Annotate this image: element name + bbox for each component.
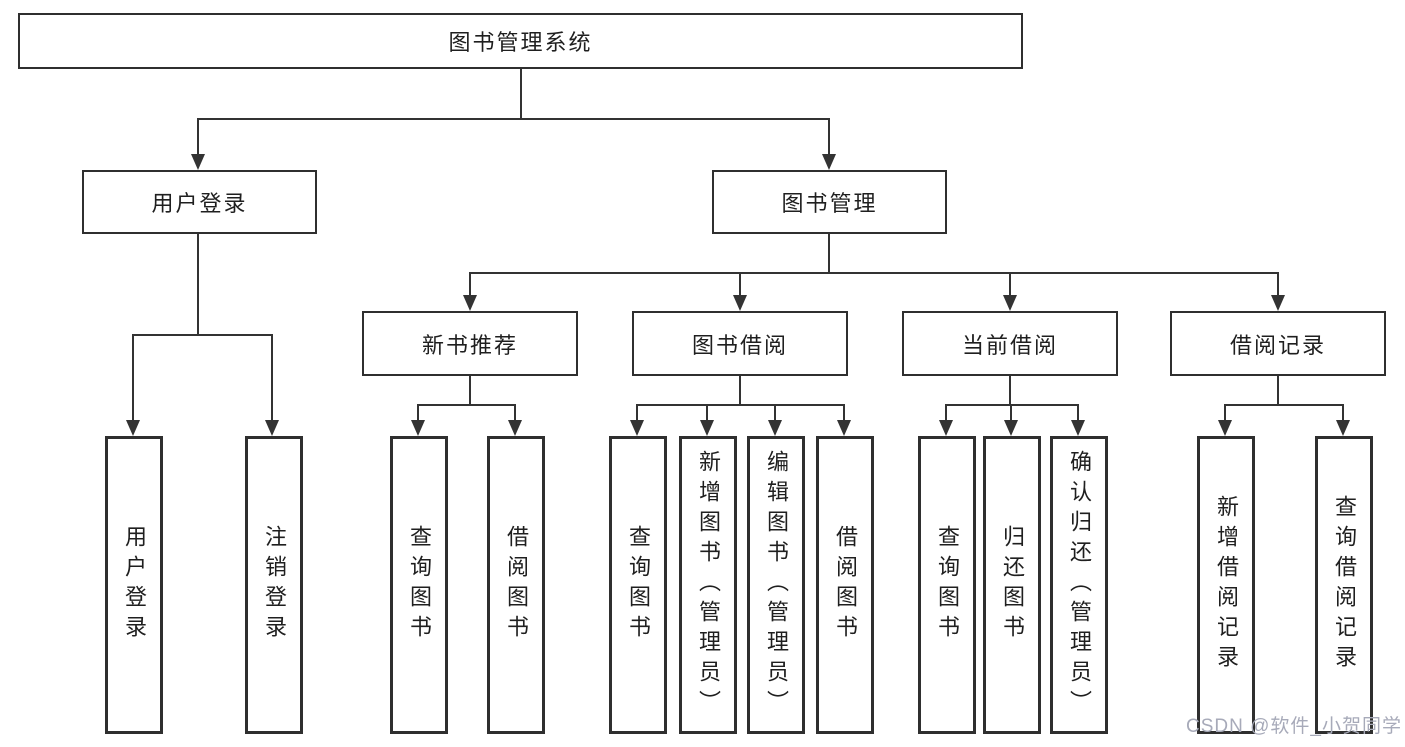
edge-line <box>739 376 741 406</box>
node-new-book-recommend: 新书推荐 <box>362 311 578 376</box>
arrowhead-icon <box>1004 420 1018 436</box>
node-leaf-query-borrow-record: 查询借阅记录 <box>1315 436 1373 734</box>
arrowhead-icon <box>1218 420 1232 436</box>
leaf-label: 确认归还（管理员） <box>1067 450 1092 720</box>
arrowhead-icon <box>411 420 425 436</box>
edge-line <box>469 376 471 406</box>
edge-line <box>774 404 776 422</box>
edge-line <box>520 69 522 119</box>
arrowhead-icon <box>265 420 279 436</box>
node-book-management-label: 图书管理 <box>781 191 878 216</box>
arrowhead-icon <box>733 295 747 311</box>
node-leaf-confirm-return-admin: 确认归还（管理员） <box>1050 436 1108 734</box>
edge-line <box>132 334 273 336</box>
watermark-text: CSDN @软件_小贺同学 <box>1186 716 1402 737</box>
node-leaf-add-books-admin: 新增图书（管理员） <box>679 436 737 734</box>
leaf-label: 借阅图书 <box>504 525 529 645</box>
edge-line <box>197 118 830 120</box>
edge-line <box>197 233 199 336</box>
edge-line <box>1277 376 1279 406</box>
edge-line <box>1009 376 1011 406</box>
leaf-label: 归还图书 <box>1000 525 1025 645</box>
edge-line <box>514 404 516 422</box>
edge-line <box>945 404 947 422</box>
arrowhead-icon <box>1071 420 1085 436</box>
edge-line <box>469 272 471 297</box>
edge-line <box>828 118 830 156</box>
edge-line <box>271 334 273 422</box>
edge-line <box>197 118 199 156</box>
edge-line <box>132 334 134 422</box>
node-root-label: 图书管理系统 <box>448 30 593 55</box>
arrowhead-icon <box>1271 295 1285 311</box>
leaf-label: 新增图书（管理员） <box>696 450 721 720</box>
arrowhead-icon <box>191 154 205 170</box>
arrowhead-icon <box>630 420 644 436</box>
edge-line <box>1077 404 1079 422</box>
node-current-borrow-label: 当前借阅 <box>961 332 1058 358</box>
node-book-borrow-label: 图书借阅 <box>691 332 788 358</box>
leaf-label: 查询图书 <box>935 525 960 645</box>
arrowhead-icon <box>463 295 477 311</box>
leaf-label: 编辑图书（管理员） <box>764 450 789 720</box>
edge-line <box>636 404 638 422</box>
leaf-label: 新增借阅记录 <box>1214 495 1239 675</box>
node-leaf-return-books: 归还图书 <box>983 436 1041 734</box>
node-leaf-logout: 注销登录 <box>245 436 303 734</box>
edge-line <box>1277 272 1279 297</box>
node-leaf-borrow-books-1: 借阅图书 <box>487 436 545 734</box>
edge-line <box>417 404 516 406</box>
edge-line <box>843 404 845 422</box>
node-current-borrow: 当前借阅 <box>902 311 1118 376</box>
node-user-login: 用户登录 <box>82 170 317 234</box>
arrowhead-icon <box>1003 295 1017 311</box>
leaf-label: 借阅图书 <box>833 525 858 645</box>
node-leaf-query-books-1: 查询图书 <box>390 436 448 734</box>
edge-line <box>945 404 1079 406</box>
node-leaf-add-borrow-record: 新增借阅记录 <box>1197 436 1255 734</box>
node-root: 图书管理系统 <box>18 13 1023 69</box>
edge-line <box>1009 272 1011 297</box>
arrowhead-icon <box>939 420 953 436</box>
edge-line <box>739 272 741 297</box>
node-leaf-query-books-2: 查询图书 <box>609 436 667 734</box>
node-book-borrow: 图书借阅 <box>632 311 848 376</box>
arrowhead-icon <box>700 420 714 436</box>
node-leaf-user-login: 用户登录 <box>105 436 163 734</box>
edge-line <box>1224 404 1344 406</box>
edge-line <box>469 272 1279 274</box>
node-borrow-records-label: 借阅记录 <box>1229 332 1326 358</box>
arrowhead-icon <box>822 154 836 170</box>
edge-line <box>417 404 419 422</box>
node-new-book-recommend-label: 新书推荐 <box>421 332 518 358</box>
arrowhead-icon <box>508 420 522 436</box>
node-user-login-label: 用户登录 <box>151 191 248 216</box>
edge-line <box>706 404 708 422</box>
edge-line <box>1224 404 1226 422</box>
arrowhead-icon <box>837 420 851 436</box>
edge-line <box>1010 404 1012 422</box>
node-leaf-edit-books-admin: 编辑图书（管理员） <box>747 436 805 734</box>
arrowhead-icon <box>126 420 140 436</box>
leaf-label: 查询借阅记录 <box>1332 495 1357 675</box>
node-borrow-records: 借阅记录 <box>1170 311 1386 376</box>
leaf-label: 查询图书 <box>626 525 651 645</box>
node-leaf-query-books-3: 查询图书 <box>918 436 976 734</box>
edge-line <box>636 404 845 406</box>
leaf-label: 查询图书 <box>407 525 432 645</box>
edge-line <box>1342 404 1344 422</box>
arrowhead-icon <box>768 420 782 436</box>
node-leaf-borrow-books-2: 借阅图书 <box>816 436 874 734</box>
leaf-label: 用户登录 <box>122 525 147 645</box>
arrowhead-icon <box>1336 420 1350 436</box>
node-book-management: 图书管理 <box>712 170 947 234</box>
leaf-label: 注销登录 <box>262 525 287 645</box>
edge-line <box>828 233 830 274</box>
